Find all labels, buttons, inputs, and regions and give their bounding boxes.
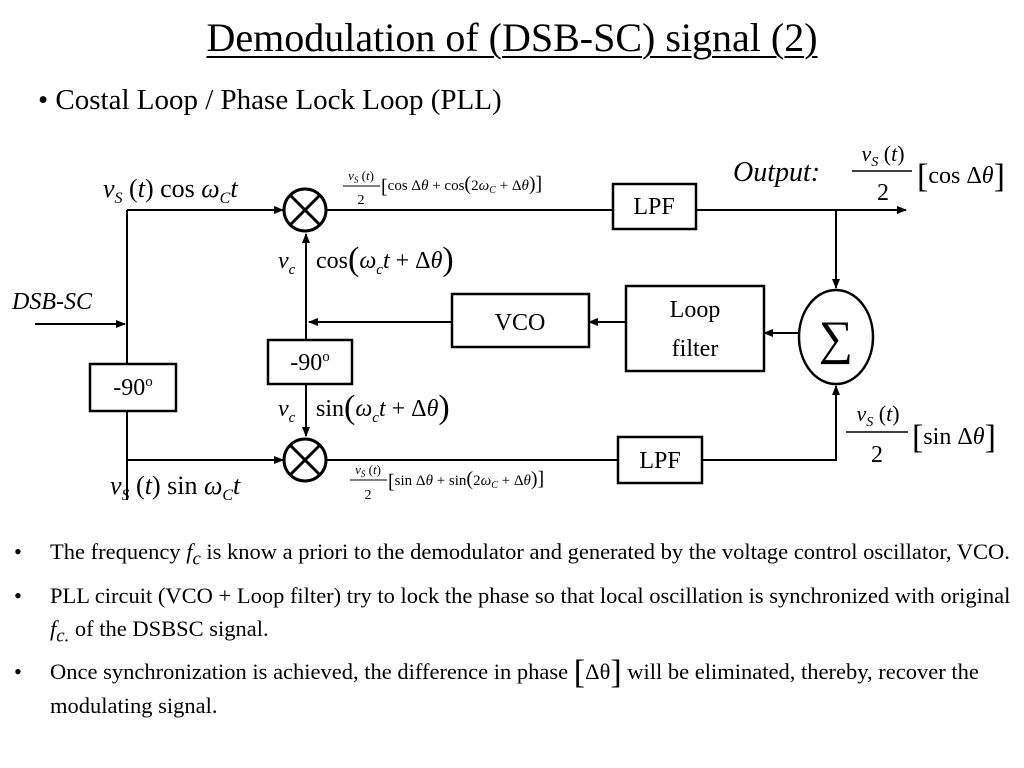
bullet-3-text-a: Once synchronization is achieved, the di… [50, 659, 574, 684]
summer-symbol: ∑ [819, 312, 853, 365]
svg-text:[cos Δθ]: [cos Δθ] [917, 158, 1005, 195]
pll-block-diagram: LPF LPF VCO Loop filter ∑ -90o -90o DSB-… [11, 141, 1005, 504]
lpf-bottom-label: LPF [639, 448, 680, 474]
output-expression: Output: vS (t) 2 [cos Δθ] [733, 141, 1005, 206]
svg-text:Output:: Output: [733, 157, 820, 188]
phase-shift-left-block [88, 362, 178, 413]
phase-shift-mid-label: -90o [290, 349, 330, 376]
bullet-3-delta-theta: Δθ [585, 659, 611, 684]
lpf-bottom-block [616, 435, 704, 485]
top-input-expression: vS (t) cos ωCt [103, 174, 238, 207]
summer-block [797, 288, 875, 386]
vco-label: VCO [495, 310, 546, 336]
bullet-1-text-a: The frequency [50, 539, 187, 564]
svg-text:sin(ωct + Δθ): sin(ωct + Δθ) [316, 389, 450, 426]
bullet-1-f-sub: c [192, 548, 201, 570]
bullet-list: • The frequency fc is know a priori to t… [14, 535, 1014, 725]
svg-text:vS (t) cos ωCt: vS (t) cos ωCt [103, 174, 238, 207]
bottom-lpf-output-expression: vS (t) 2 [sin Δθ] [846, 401, 996, 468]
bullet-2-text-b: of the DSBSC signal. [69, 615, 269, 641]
svg-text:vS (t) sin ωCt: vS (t) sin ωCt [110, 471, 241, 504]
vco-block [450, 292, 591, 349]
loop-filter-block [624, 284, 766, 373]
bottom-mixer-output-expression: vS (t) 2 [sin Δθ + sin(2ωC + Δθ)] [350, 462, 544, 503]
svg-text:[sin Δθ]: [sin Δθ] [912, 419, 996, 456]
bullet-2-f-sub: c. [56, 625, 70, 646]
bullet-1-text-b: is know a priori to the demodulator and … [200, 539, 1010, 564]
svg-text:vS (t): vS (t) [856, 401, 899, 430]
page-title: Demodulation of (DSB-SC) signal (2) [206, 15, 818, 60]
bullet-item-2: • PLL circuit (VCO + Loop filter) try to… [14, 582, 1011, 647]
svg-text:vc: vc [278, 396, 296, 426]
svg-text:vS (t): vS (t) [355, 462, 381, 479]
dsbsc-input-label: DSB-SC [11, 289, 93, 315]
bottom-input-expression: vS (t) sin ωCt [110, 471, 241, 504]
svg-text:2: 2 [365, 488, 372, 503]
svg-text:vS (t): vS (t) [861, 141, 904, 170]
svg-text:2: 2 [877, 180, 889, 206]
svg-text:2: 2 [871, 442, 883, 468]
bullet-item-1: • The frequency fc is know a priori to t… [14, 539, 1010, 570]
vco-cos-expression: vc cos(ωct + Δθ) [278, 241, 454, 278]
bullet-1-f-symbol: f [186, 539, 193, 564]
top-mixer [282, 187, 328, 233]
vco-sin-expression: vc sin(ωct + Δθ) [278, 389, 450, 426]
svg-text:vS (t): vS (t) [348, 168, 374, 185]
wire-bottom-lpf-to-sum [702, 385, 840, 461]
svg-text:cos(ωct + Δθ): cos(ωct + Δθ) [316, 241, 454, 278]
bullet-2-f-symbol: f [50, 615, 57, 641]
loop-filter-label-line1: Loop [670, 297, 721, 323]
bullet-3-text-b: will be eliminated, thereby, recover the… [50, 659, 979, 718]
subtitle: • Costal Loop / Phase Lock Loop (PLL) [38, 84, 502, 116]
bullet-2-text-a: PLL circuit (VCO + Loop filter) try to l… [50, 582, 1011, 608]
bottom-mixer [282, 437, 328, 483]
svg-text:vc: vc [278, 248, 296, 278]
phase-shift-mid-block [266, 338, 354, 386]
svg-text:[sin Δθ + sin(2ωC + Δθ)]: [sin Δθ + sin(2ωC + Δθ)] [388, 468, 544, 493]
top-mixer-output-expression: vS (t) 2 [cos Δθ + cos(2ωC + Δθ)] [343, 168, 542, 208]
svg-text:2: 2 [358, 193, 365, 208]
lpf-top-block [611, 182, 698, 231]
bullet-item-3: • Once synchronization is achieved, the … [14, 654, 979, 719]
phase-shift-left-label: -90o [113, 374, 153, 401]
lpf-top-label: LPF [633, 194, 674, 220]
svg-text:[cos Δθ + cos(2ωC + Δθ)]: [cos Δθ + cos(2ωC + Δθ)] [381, 173, 542, 198]
loop-filter-label-line2: filter [672, 336, 719, 362]
